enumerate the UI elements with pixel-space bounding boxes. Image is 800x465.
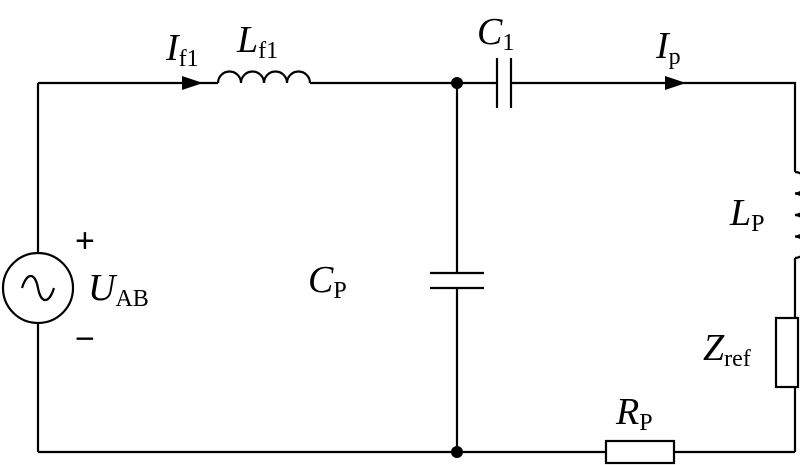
label-series-capacitor: C1	[477, 11, 514, 56]
source-plus-sign: +	[75, 222, 95, 260]
label-primary-resistor: RP	[615, 391, 653, 436]
resistor-box	[604, 439, 676, 465]
label-primary-inductor: LP	[729, 192, 765, 237]
junction-dot-top	[451, 77, 463, 89]
inductor-coil-vertical	[794, 170, 800, 260]
source-minus-sign: −	[75, 320, 95, 358]
label-reflected-impedance: Zref	[703, 327, 751, 372]
primary-inductor	[794, 170, 800, 260]
top-wire-right	[511, 81, 797, 172]
parallel-capacitor	[430, 271, 484, 290]
current-arrow-if1	[182, 76, 203, 90]
label-filter-inductor: Lf1	[236, 19, 278, 64]
ac-voltage-source	[1, 251, 75, 325]
impedance-box	[774, 316, 800, 389]
label-filter-current: If1	[165, 27, 199, 72]
label-source-voltage: UAB	[88, 267, 149, 312]
current-arrow-ip	[665, 76, 686, 90]
inductor-coil-horizontal	[216, 70, 312, 84]
series-capacitor	[495, 58, 513, 108]
junction-dot-bottom	[451, 446, 463, 458]
label-parallel-capacitor: CP	[308, 259, 347, 304]
sine-wave-icon	[20, 274, 56, 302]
wires	[36, 81, 797, 454]
label-primary-current: Ip	[655, 25, 681, 70]
filter-inductor	[216, 70, 312, 84]
